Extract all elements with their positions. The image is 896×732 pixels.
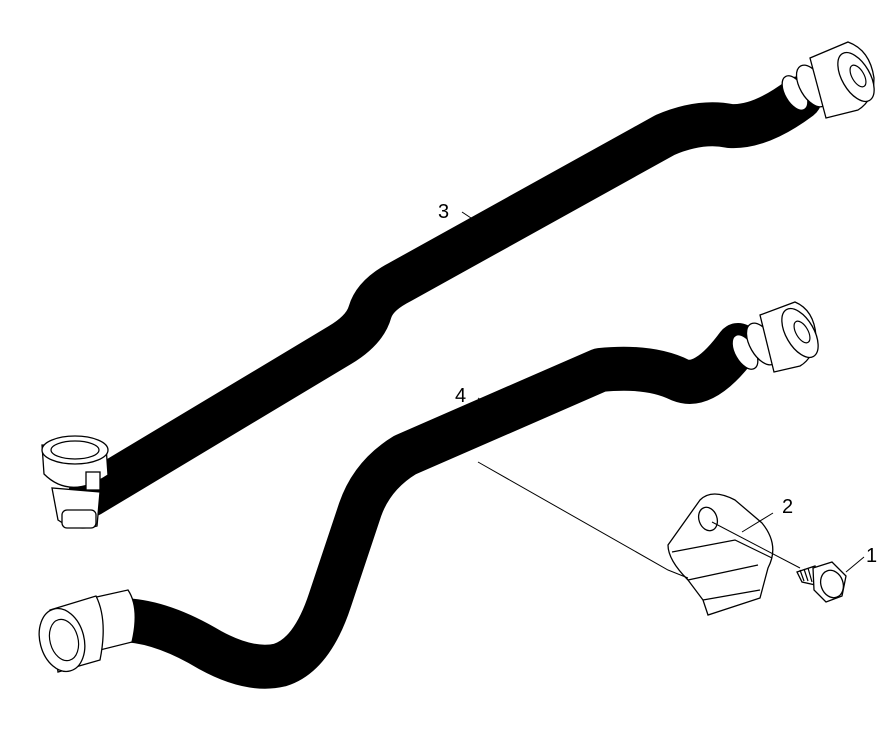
leader-1 bbox=[845, 556, 865, 573]
callout-1: 1 bbox=[866, 545, 877, 567]
lower-pipe-left-fitting bbox=[38, 589, 136, 673]
lower-pipe-right-fitting bbox=[731, 301, 819, 373]
leader-lines bbox=[461, 211, 865, 579]
bolt-axis-line bbox=[711, 521, 801, 569]
upper-fuel-pipe[interactable] bbox=[41, 41, 882, 529]
leader-4 bbox=[477, 397, 504, 414]
leader-3 bbox=[461, 211, 487, 229]
upper-pipe-left-fitting bbox=[41, 435, 109, 529]
bolt[interactable] bbox=[796, 561, 847, 603]
leader-4-bracket bbox=[477, 461, 689, 579]
upper-pipe-right-fitting bbox=[781, 41, 875, 119]
lower-fuel-pipe[interactable] bbox=[32, 301, 825, 689]
callout-3: 3 bbox=[438, 201, 449, 223]
leader-2 bbox=[741, 512, 774, 533]
bracket[interactable] bbox=[667, 493, 774, 616]
callout-2: 2 bbox=[782, 496, 793, 518]
callout-4: 4 bbox=[455, 385, 466, 407]
